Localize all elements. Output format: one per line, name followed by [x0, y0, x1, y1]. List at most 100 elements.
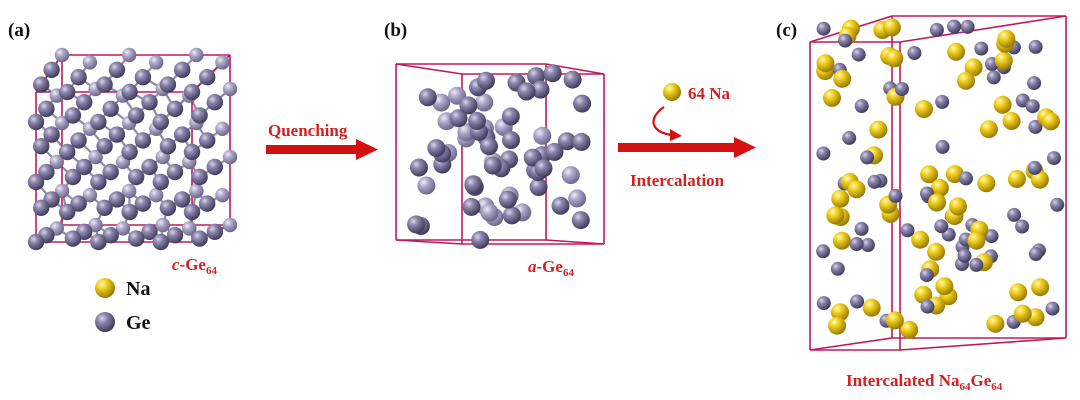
na-atom: [914, 285, 933, 304]
ge-atom: [58, 143, 76, 161]
na-atom: [914, 100, 933, 119]
ge-atom: [96, 76, 113, 93]
ge-atom: [851, 47, 866, 62]
ge-atom: [816, 146, 831, 161]
amorphous-ge-structure: [395, 63, 605, 249]
na-atom: [900, 320, 919, 339]
ge-atom: [102, 163, 119, 181]
ge-atom: [531, 80, 550, 99]
curved-arrow-head: [670, 129, 682, 141]
na-atom: [927, 242, 946, 261]
ge-atom: [222, 81, 238, 97]
ge-atom: [121, 83, 138, 101]
ge-atom: [191, 230, 208, 247]
na-atom: [920, 165, 939, 184]
ge-atom: [1050, 197, 1065, 212]
cell-edge: [545, 239, 605, 245]
ge-atom: [502, 131, 520, 149]
ge-atom: [563, 70, 582, 89]
cell-edge: [899, 337, 1067, 351]
ge-atom: [33, 199, 50, 216]
ge-atom: [222, 149, 238, 165]
ge-atom: [969, 257, 984, 272]
na-atom: [828, 316, 847, 335]
ge-atom: [462, 197, 481, 216]
panel-label-c: (c): [776, 20, 797, 41]
na-atom: [979, 120, 998, 139]
ge-atom: [70, 69, 87, 86]
intercalation-arrow-group: 64 Na Intercalation: [618, 83, 756, 190]
ge-atom: [894, 82, 909, 96]
ge-atom: [58, 203, 76, 221]
ge-atom: [76, 94, 93, 111]
ge-atom: [115, 221, 131, 236]
ge-atom: [90, 113, 107, 131]
ge-atom: [561, 166, 580, 185]
ge-atom: [88, 149, 103, 165]
ge-atom: [206, 223, 223, 240]
ge-atom: [1015, 219, 1030, 234]
na-atom: [1013, 304, 1032, 323]
ge-atom: [959, 171, 973, 186]
ge-atom: [935, 94, 950, 109]
na-amount-label: 64 Na: [688, 84, 731, 103]
ge-atom: [199, 132, 216, 149]
ge-atom: [1025, 99, 1040, 114]
ge-atom: [122, 183, 137, 199]
ge-atom: [134, 132, 152, 149]
ge-atom: [830, 261, 845, 276]
ge-atom: [70, 195, 87, 212]
ge-atom: [854, 221, 869, 236]
ge-atom: [842, 130, 857, 145]
quenching-arrow-shaft: [266, 145, 358, 154]
intercalated-nage-structure: [809, 15, 1067, 351]
caption-intercalated: Intercalated Na64Ge64: [846, 371, 1003, 393]
ge-atom: [551, 196, 570, 215]
na-atom: [885, 311, 904, 330]
ge-atom: [128, 230, 145, 247]
ge-atom: [960, 19, 975, 34]
na-atom: [957, 71, 975, 90]
ge-atom: [174, 191, 191, 208]
ge-atom: [418, 88, 437, 107]
ge-atom: [215, 55, 230, 70]
ge-atom: [70, 132, 87, 149]
na-atom: [928, 193, 947, 212]
na-atom: [831, 303, 849, 322]
na-atom: [826, 206, 845, 225]
ge-atom: [568, 189, 587, 208]
ge-atom: [1047, 151, 1061, 166]
ge-atom: [215, 121, 230, 136]
ge-atom: [90, 233, 107, 251]
intercalation-arrow-shaft: [618, 143, 736, 152]
ge-atom: [407, 215, 426, 234]
ge-atom: [149, 55, 164, 70]
ge-atom: [919, 268, 934, 283]
ge-atom: [867, 174, 882, 189]
legend-na-atom: [95, 278, 115, 298]
ge-atom: [557, 132, 576, 151]
ge-atom: [464, 175, 483, 194]
caption-crystalline-ge: c-Ge64: [172, 255, 217, 277]
ge-atom: [206, 158, 223, 176]
ge-atom: [141, 94, 158, 111]
ge-atom: [27, 233, 45, 251]
ge-atom: [471, 230, 490, 249]
ge-atom: [816, 244, 831, 259]
curved-arrow-icon: [652, 106, 673, 137]
intercalation-arrow-head: [734, 137, 756, 158]
ge-atom: [199, 195, 216, 212]
na-atom: [832, 231, 851, 250]
ge-atom: [527, 67, 546, 86]
ge-atom: [934, 219, 949, 234]
ge-atom: [480, 203, 499, 222]
ge-atom: [152, 233, 169, 251]
ge-atom: [191, 168, 208, 186]
ge-atom: [517, 82, 536, 101]
ge-atom: [1007, 207, 1022, 222]
ge-atom: [43, 61, 60, 78]
legend-ge-label: Ge: [126, 312, 151, 334]
ge-atom: [43, 126, 60, 143]
na-atom-icon: [663, 83, 681, 101]
ge-atom: [108, 61, 126, 78]
